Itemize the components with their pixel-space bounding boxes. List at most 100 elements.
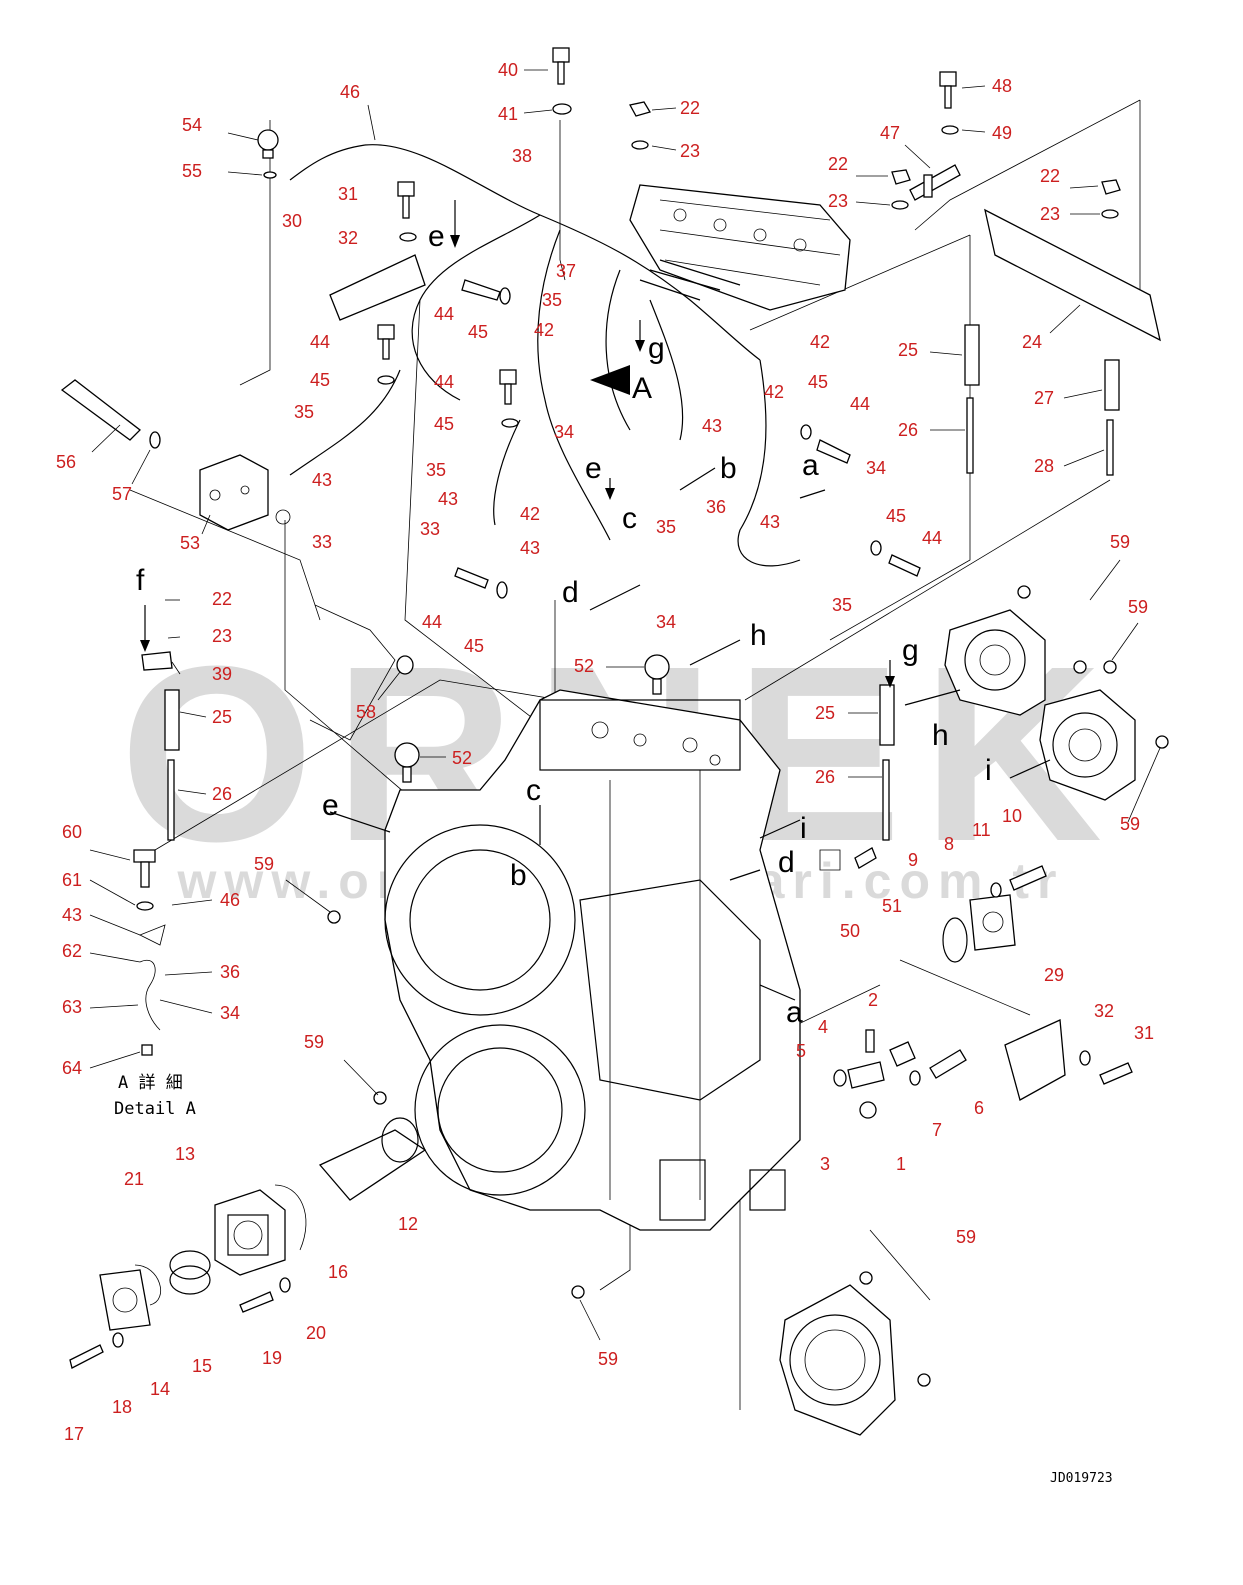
callout-59e: 59: [304, 1032, 324, 1052]
callout-26c: 26: [212, 784, 232, 804]
callout-35a: 35: [542, 290, 562, 310]
view-letter-a2: a: [786, 996, 803, 1029]
callout-3: 3: [820, 1154, 830, 1174]
callout-35d: 35: [656, 517, 676, 537]
callout-44c: 44: [434, 372, 454, 392]
callout-59c: 59: [1120, 814, 1140, 834]
callout-42a: 42: [534, 320, 554, 340]
callout-60: 60: [62, 822, 82, 842]
callout-44f: 44: [422, 612, 442, 632]
callout-59f: 59: [956, 1227, 976, 1247]
callout-23d: 23: [212, 626, 232, 646]
callout-24: 24: [1022, 332, 1042, 352]
view-letter-h2: h: [932, 719, 949, 752]
callout-50: 50: [840, 921, 860, 941]
callout-45c: 45: [808, 372, 828, 392]
callout-59g: 59: [598, 1349, 618, 1369]
callout-23a: 23: [680, 141, 700, 161]
callout-23b: 23: [828, 191, 848, 211]
callout-46a: 46: [340, 82, 360, 102]
callout-25c: 25: [815, 703, 835, 723]
callout-9: 9: [908, 850, 918, 870]
callout-34b: 34: [866, 458, 886, 478]
callout-32b: 32: [1094, 1001, 1114, 1021]
view-letter-f: e: [428, 220, 445, 253]
callout-45d: 45: [434, 414, 454, 434]
callout-64: 64: [62, 1058, 82, 1078]
wiring-harness: [289, 144, 801, 567]
callout-36b: 36: [220, 962, 240, 982]
callout-43f: 43: [62, 905, 82, 925]
callout-34d: 34: [220, 1003, 240, 1023]
detail-a-japanese: A 詳 細: [118, 1073, 183, 1093]
callout-8: 8: [944, 834, 954, 854]
view-letter-c1: c: [622, 502, 637, 535]
view-letter-c2: c: [526, 774, 541, 807]
callout-19: 19: [262, 1348, 282, 1368]
callout-18: 18: [112, 1397, 132, 1417]
callout-48: 48: [992, 76, 1012, 96]
callout-47: 47: [880, 123, 900, 143]
callout-15: 15: [192, 1356, 212, 1376]
callout-13: 13: [175, 1144, 195, 1164]
callout-43b: 43: [312, 470, 332, 490]
view-letter-b1: b: [720, 452, 737, 485]
callout-42d: 42: [520, 504, 540, 524]
callout-31b: 31: [1134, 1023, 1154, 1043]
callout-52b: 52: [452, 748, 472, 768]
callout-4: 4: [818, 1017, 828, 1037]
callout-61: 61: [62, 870, 82, 890]
callout-44e: 44: [922, 528, 942, 548]
callout-53: 53: [180, 533, 200, 553]
view-letter-e1: e: [585, 452, 602, 485]
callout-59b: 59: [1128, 597, 1148, 617]
view-letter-h1: h: [750, 619, 767, 652]
callout-23c: 23: [1040, 204, 1060, 224]
callout-56: 56: [56, 452, 76, 472]
callout-45f: 45: [464, 636, 484, 656]
callout-2: 2: [868, 990, 878, 1010]
callout-35c: 35: [426, 460, 446, 480]
callout-43a: 43: [702, 416, 722, 436]
sensor-group: [819, 847, 1133, 1119]
callout-45a: 45: [468, 322, 488, 342]
view-letter-g: g: [648, 332, 665, 365]
callout-20: 20: [306, 1323, 326, 1343]
callout-25b: 25: [212, 707, 232, 727]
callout-12: 12: [398, 1214, 418, 1234]
callout-42b: 42: [810, 332, 830, 352]
callout-51: 51: [882, 896, 902, 916]
transmission-housing: [384, 689, 801, 1231]
callout-63: 63: [62, 997, 82, 1017]
callout-43e: 43: [520, 538, 540, 558]
callout-26a: 26: [898, 420, 918, 440]
callout-11: 11: [972, 820, 991, 840]
callout-35b: 35: [294, 402, 314, 422]
callout-44d: 44: [850, 394, 870, 414]
callout-49: 49: [992, 123, 1012, 143]
callout-59d: 59: [254, 854, 274, 874]
callout-27: 27: [1034, 388, 1054, 408]
callout-52a: 52: [574, 656, 594, 676]
filter-group: [69, 1117, 427, 1369]
hardware-parts: [60, 47, 1169, 1387]
control-valve-assembly: [629, 184, 851, 311]
view-letter-b2: b: [510, 859, 527, 892]
callout-40: 40: [498, 60, 518, 80]
callout-34a: 34: [554, 422, 574, 442]
callout-43d: 43: [760, 512, 780, 532]
cover-plates: [779, 609, 1136, 1436]
callout-17: 17: [64, 1424, 84, 1444]
callout-54: 54: [182, 115, 202, 135]
callout-16: 16: [328, 1262, 348, 1282]
callout-31a: 31: [338, 184, 358, 204]
callout-45e: 45: [886, 506, 906, 526]
detail-a-parts: [133, 651, 173, 1056]
view-letter-a1: a: [802, 449, 819, 482]
callout-32a: 32: [338, 228, 358, 248]
callout-59a: 59: [1110, 532, 1130, 552]
callout-26b: 26: [815, 767, 835, 787]
callout-21: 21: [124, 1169, 144, 1189]
view-letter-d2: d: [778, 846, 795, 879]
